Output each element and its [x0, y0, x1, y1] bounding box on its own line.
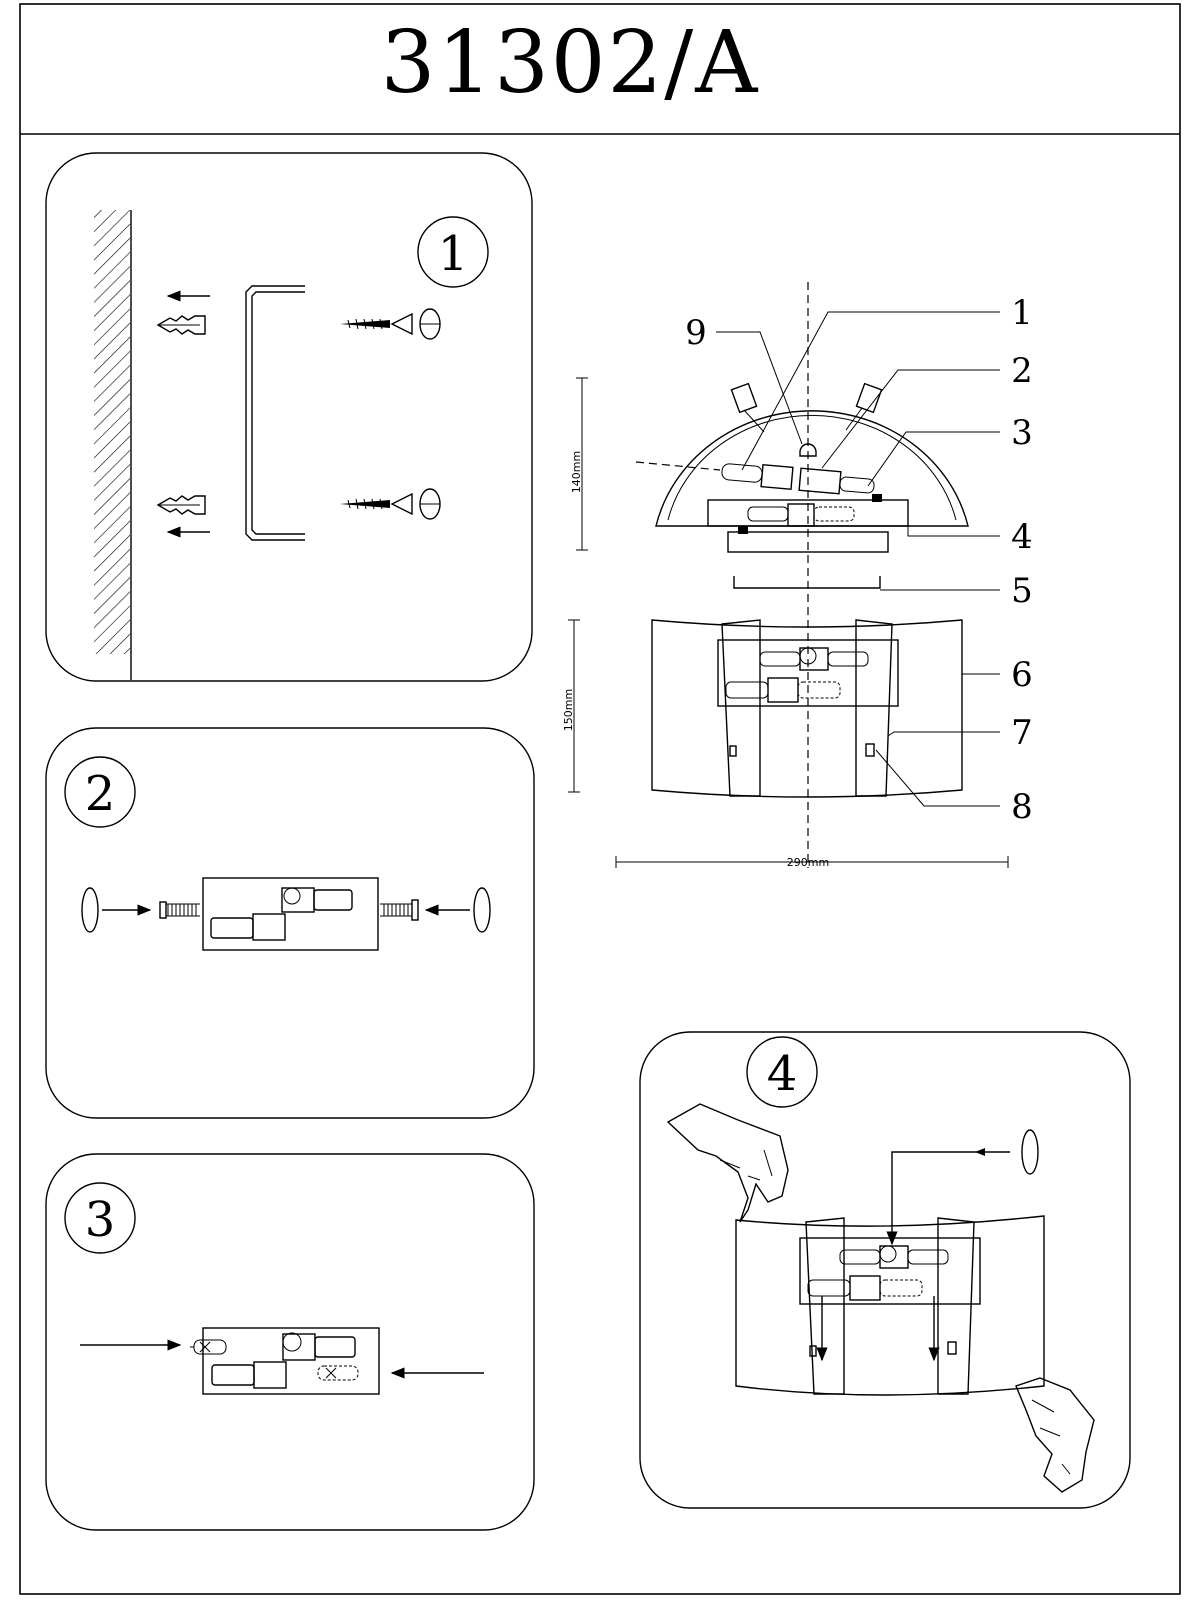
wall-plug-top	[156, 315, 206, 335]
step-1-panel: 1	[45, 152, 533, 682]
shade-clip-left	[729, 745, 737, 757]
shade-clip-right	[865, 743, 875, 757]
callout-9: 9	[685, 313, 707, 353]
shade-clip-right-4	[947, 1341, 957, 1355]
glass-clip-right	[845, 382, 883, 431]
lamp-holder-block-3	[202, 1327, 380, 1395]
rotate-icon-4	[1021, 1129, 1039, 1175]
step-2-number: 2	[85, 766, 116, 822]
step-4-frame	[639, 1031, 1131, 1509]
callout-8: 8	[1011, 787, 1033, 827]
shade-fold-left-4	[805, 1217, 845, 1395]
step-1-frame	[45, 152, 533, 682]
step-3-badge	[64, 1182, 136, 1254]
callout-3: 3	[1011, 413, 1033, 453]
dim-label-bottom: 150mm	[562, 689, 575, 731]
step-2-badge	[64, 756, 136, 828]
page-border	[19, 3, 1181, 1595]
shade-fold-right-4	[937, 1217, 975, 1395]
rotate-icon-left	[81, 887, 99, 933]
lampholder-upper-3	[282, 1332, 356, 1361]
step-4-number: 4	[767, 1046, 798, 1102]
screw-bottom	[340, 488, 441, 520]
glass-shade	[651, 619, 963, 798]
wall-plug-bottom	[156, 495, 206, 515]
lamp-holder-block	[202, 877, 379, 951]
shade-clip-left-4	[809, 1345, 817, 1357]
lampholder-upper-4	[839, 1245, 949, 1269]
leader-lines	[716, 311, 1000, 807]
callout-4: 4	[1011, 517, 1033, 557]
step-4-badge	[746, 1036, 818, 1108]
hand-top-left	[666, 1103, 789, 1223]
page-title: 31302/A	[381, 13, 760, 113]
step-1-badge	[417, 216, 489, 288]
callout-2: 2	[1011, 351, 1033, 391]
exploded-view: 140mm	[562, 282, 1033, 869]
screw-top	[340, 308, 441, 340]
bracket-part-5	[733, 576, 881, 589]
lampholder-lower-3	[211, 1361, 287, 1389]
glass-clip-left	[730, 382, 765, 433]
step-3-frame	[45, 1153, 535, 1531]
wall-hatching	[94, 210, 130, 654]
halogen-bulb-right	[317, 1365, 359, 1381]
lamp-frame-4	[799, 1237, 981, 1305]
lampholder-lower-6	[725, 677, 841, 703]
step-2-frame	[45, 727, 535, 1119]
mounting-plate	[727, 531, 889, 553]
wire-clip	[738, 526, 748, 534]
lampholder-upper-6	[759, 647, 869, 671]
lampholder-lower	[210, 913, 286, 941]
step-2-panel: 2	[45, 727, 535, 1119]
dim-label-width: 290mm	[787, 856, 829, 869]
base-lampholder	[747, 503, 855, 527]
lampholder-upper	[281, 887, 353, 913]
screw-right	[380, 899, 419, 921]
lampholder-lower-4	[807, 1275, 923, 1301]
glass-shade-4	[735, 1215, 1045, 1396]
mounting-bracket	[245, 285, 305, 541]
canopy-inner	[667, 414, 957, 521]
callout-5: 5	[1011, 571, 1033, 611]
center-knob	[799, 443, 817, 457]
callout-1: 1	[1011, 293, 1033, 333]
step-1-number: 1	[438, 226, 469, 282]
callout-7: 7	[1011, 713, 1033, 753]
rotate-icon-right	[473, 887, 491, 933]
step-3-number: 3	[85, 1192, 116, 1248]
shade-fold-left	[721, 619, 761, 797]
step-4-panel: 4	[639, 1031, 1131, 1509]
hand-bottom-right	[1015, 1377, 1095, 1493]
shade-fold-right	[855, 619, 893, 797]
mounting-bracket-inner	[251, 291, 305, 535]
screw-left	[159, 901, 200, 919]
dim-label-top: 140mm	[570, 451, 583, 493]
bulb-assembly-top	[635, 461, 882, 502]
lamp-frame	[717, 639, 899, 707]
halogen-bulb-left	[190, 1339, 227, 1355]
screw-in-arrow	[886, 1151, 1010, 1246]
canopy-shell	[655, 410, 969, 527]
step-3-panel: 3	[45, 1153, 535, 1531]
callout-6: 6	[1011, 655, 1033, 695]
